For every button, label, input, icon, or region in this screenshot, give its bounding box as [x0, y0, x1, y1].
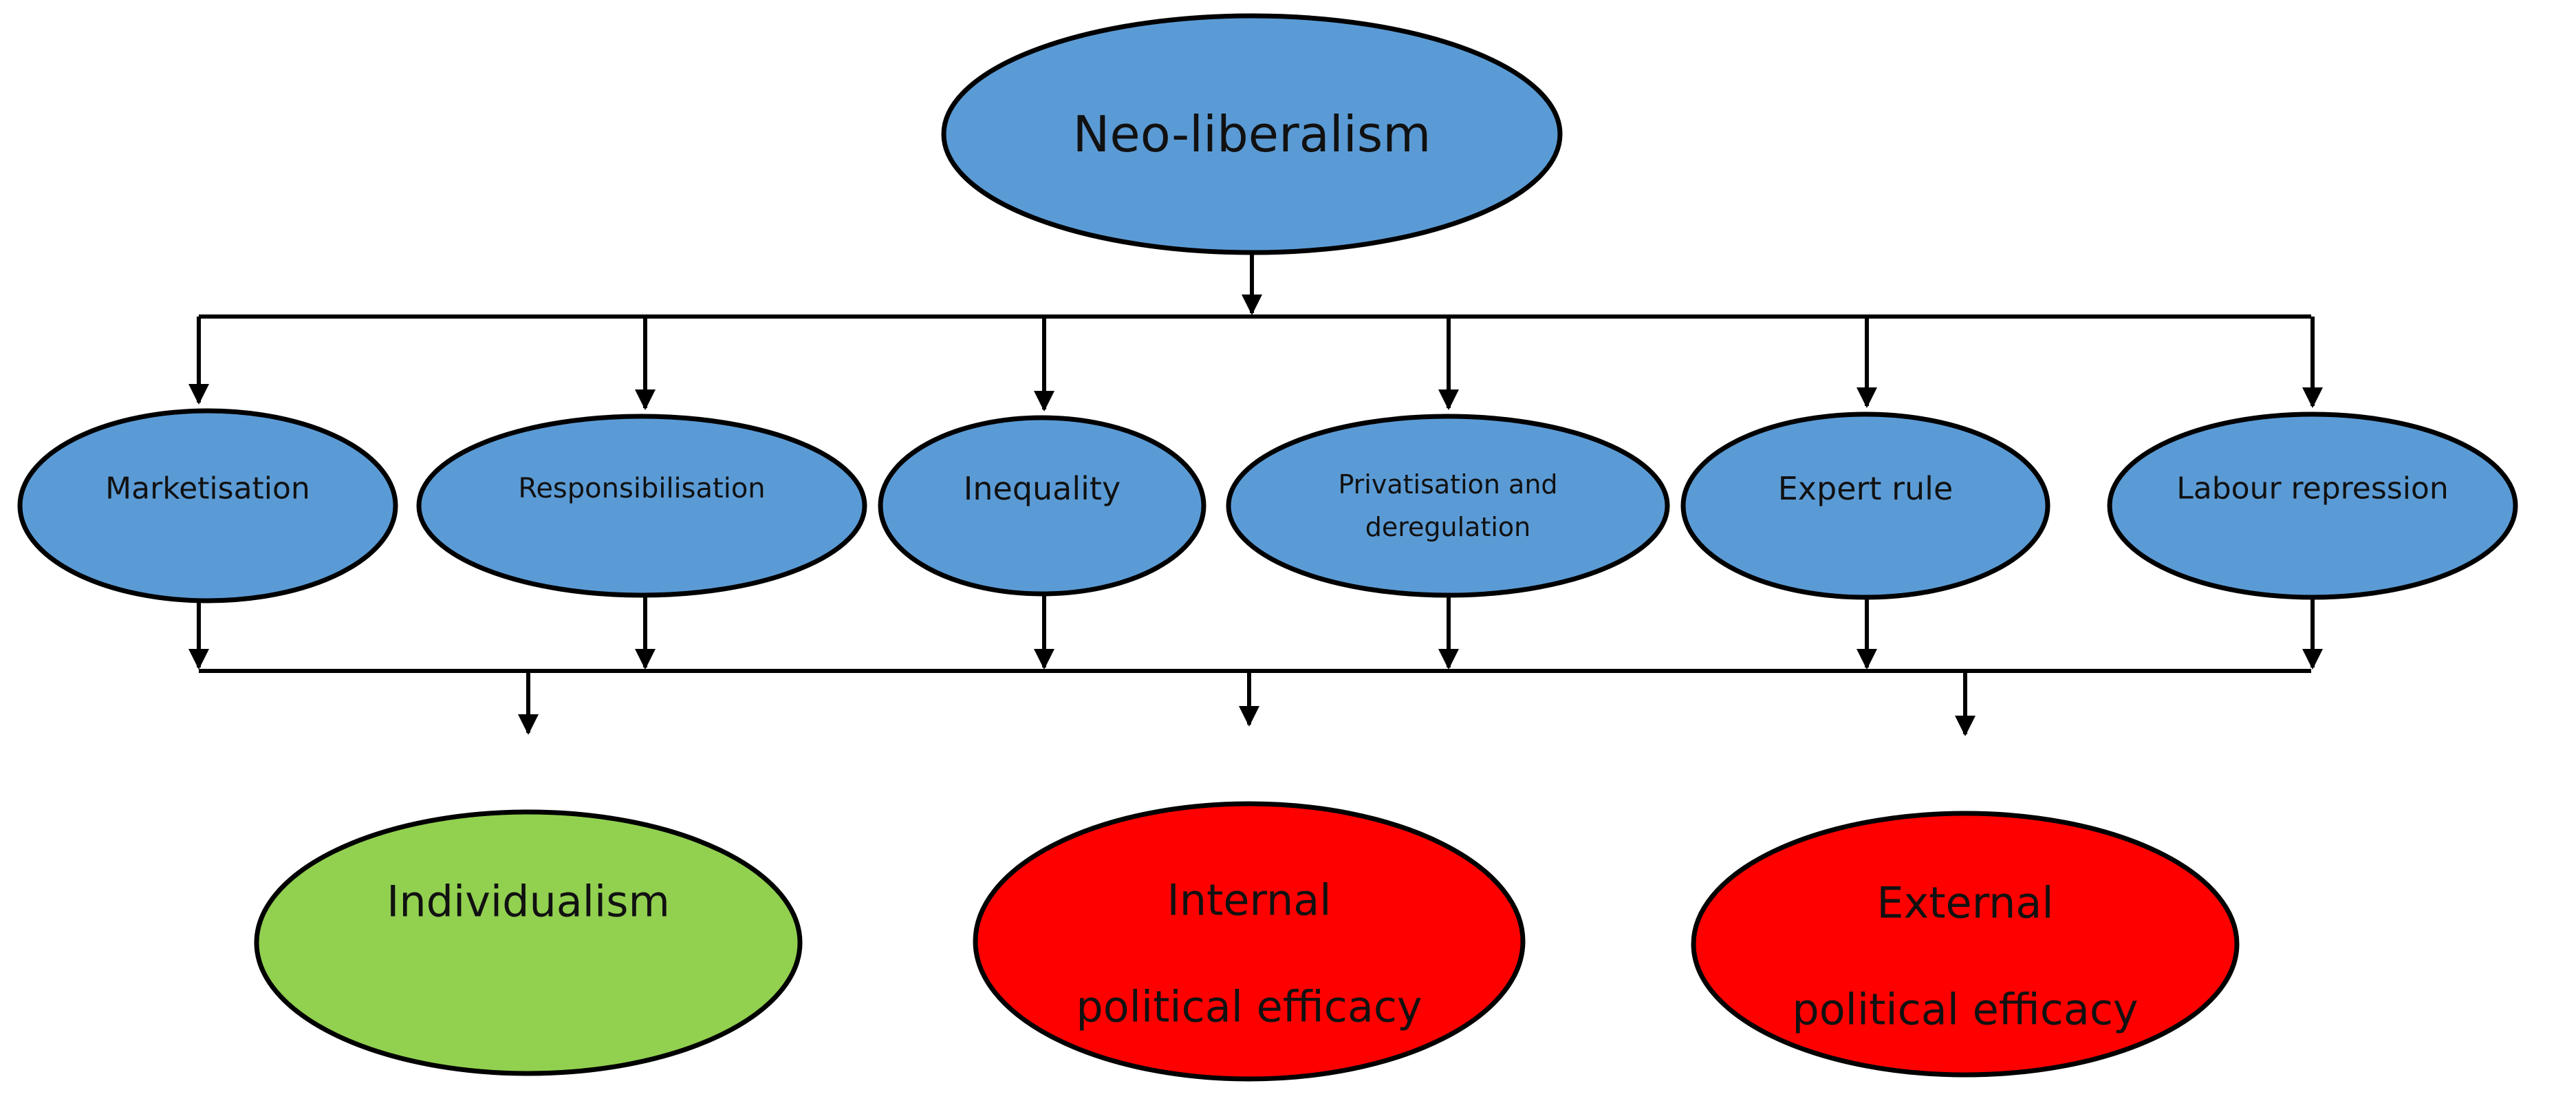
root-node-neo-liberalism: Neo-liberalism [941, 13, 1563, 255]
outcome-node-individualism: Individualism [254, 809, 803, 1076]
mechanism-node-responsibilisation-shape [416, 414, 867, 598]
connectors [188, 255, 2323, 736]
outcome-node-internal-political-efficacy-shape [973, 801, 1526, 1082]
outcome-node-individualism-shape [254, 809, 803, 1076]
outcome-node-external-political-efficacy-label-line-2: political efficacy [1792, 985, 2138, 1035]
mechanism-node-inequality-shape [878, 415, 1206, 597]
mechanism-node-privatisation-and-deregulation: Privatisation and deregulation [1226, 414, 1670, 598]
mechanism-node-privatisation-and-deregulation-label-line-2: deregulation [1365, 512, 1531, 542]
mechanism-node-responsibilisation-label-line-1: Responsibilisation [518, 473, 765, 504]
mechanism-node-marketisation-label-line-1: Marketisation [105, 471, 310, 506]
outcome-node-internal-political-efficacy-label-line-1: Internal [1167, 875, 1332, 926]
outcome-node-external-political-efficacy-label-line-1: External [1876, 878, 2053, 928]
root-node-neo-liberalism-shape [941, 13, 1563, 255]
mechanism-node-labour-repression: Labour repression [2107, 411, 2518, 600]
mechanism-node-privatisation-and-deregulation-label-line-1: Privatisation and [1338, 469, 1557, 500]
mechanism-node-privatisation-and-deregulation-shape [1226, 414, 1670, 598]
mechanism-node-marketisation-shape [17, 408, 398, 603]
mechanism-node-inequality: Inequality [878, 415, 1206, 597]
root-node-neo-liberalism-label-line-1: Neo-liberalism [1073, 105, 1431, 163]
outcome-node-internal-political-efficacy: Internal political efficacy [973, 801, 1526, 1082]
mechanism-node-inequality-label-line-1: Inequality [964, 470, 1121, 507]
mechanism-node-labour-repression-label-line-1: Labour repression [2176, 471, 2448, 506]
outcome-node-external-political-efficacy-shape [1691, 811, 2240, 1078]
outcome-node-external-political-efficacy: External political efficacy [1691, 811, 2240, 1078]
mechanism-node-labour-repression-shape [2107, 411, 2518, 600]
outcome-node-internal-political-efficacy-label-line-2: political efficacy [1076, 982, 1422, 1032]
outcome-node-individualism-label-line-1: Individualism [387, 877, 670, 927]
mechanism-node-expert-rule-label-line-1: Expert rule [1778, 470, 1953, 507]
mechanism-node-marketisation: Marketisation [17, 408, 398, 603]
mechanism-node-responsibilisation: Responsibilisation [416, 414, 867, 598]
mechanism-node-expert-rule-shape [1680, 411, 2050, 600]
mechanism-node-expert-rule: Expert rule [1680, 411, 2050, 600]
